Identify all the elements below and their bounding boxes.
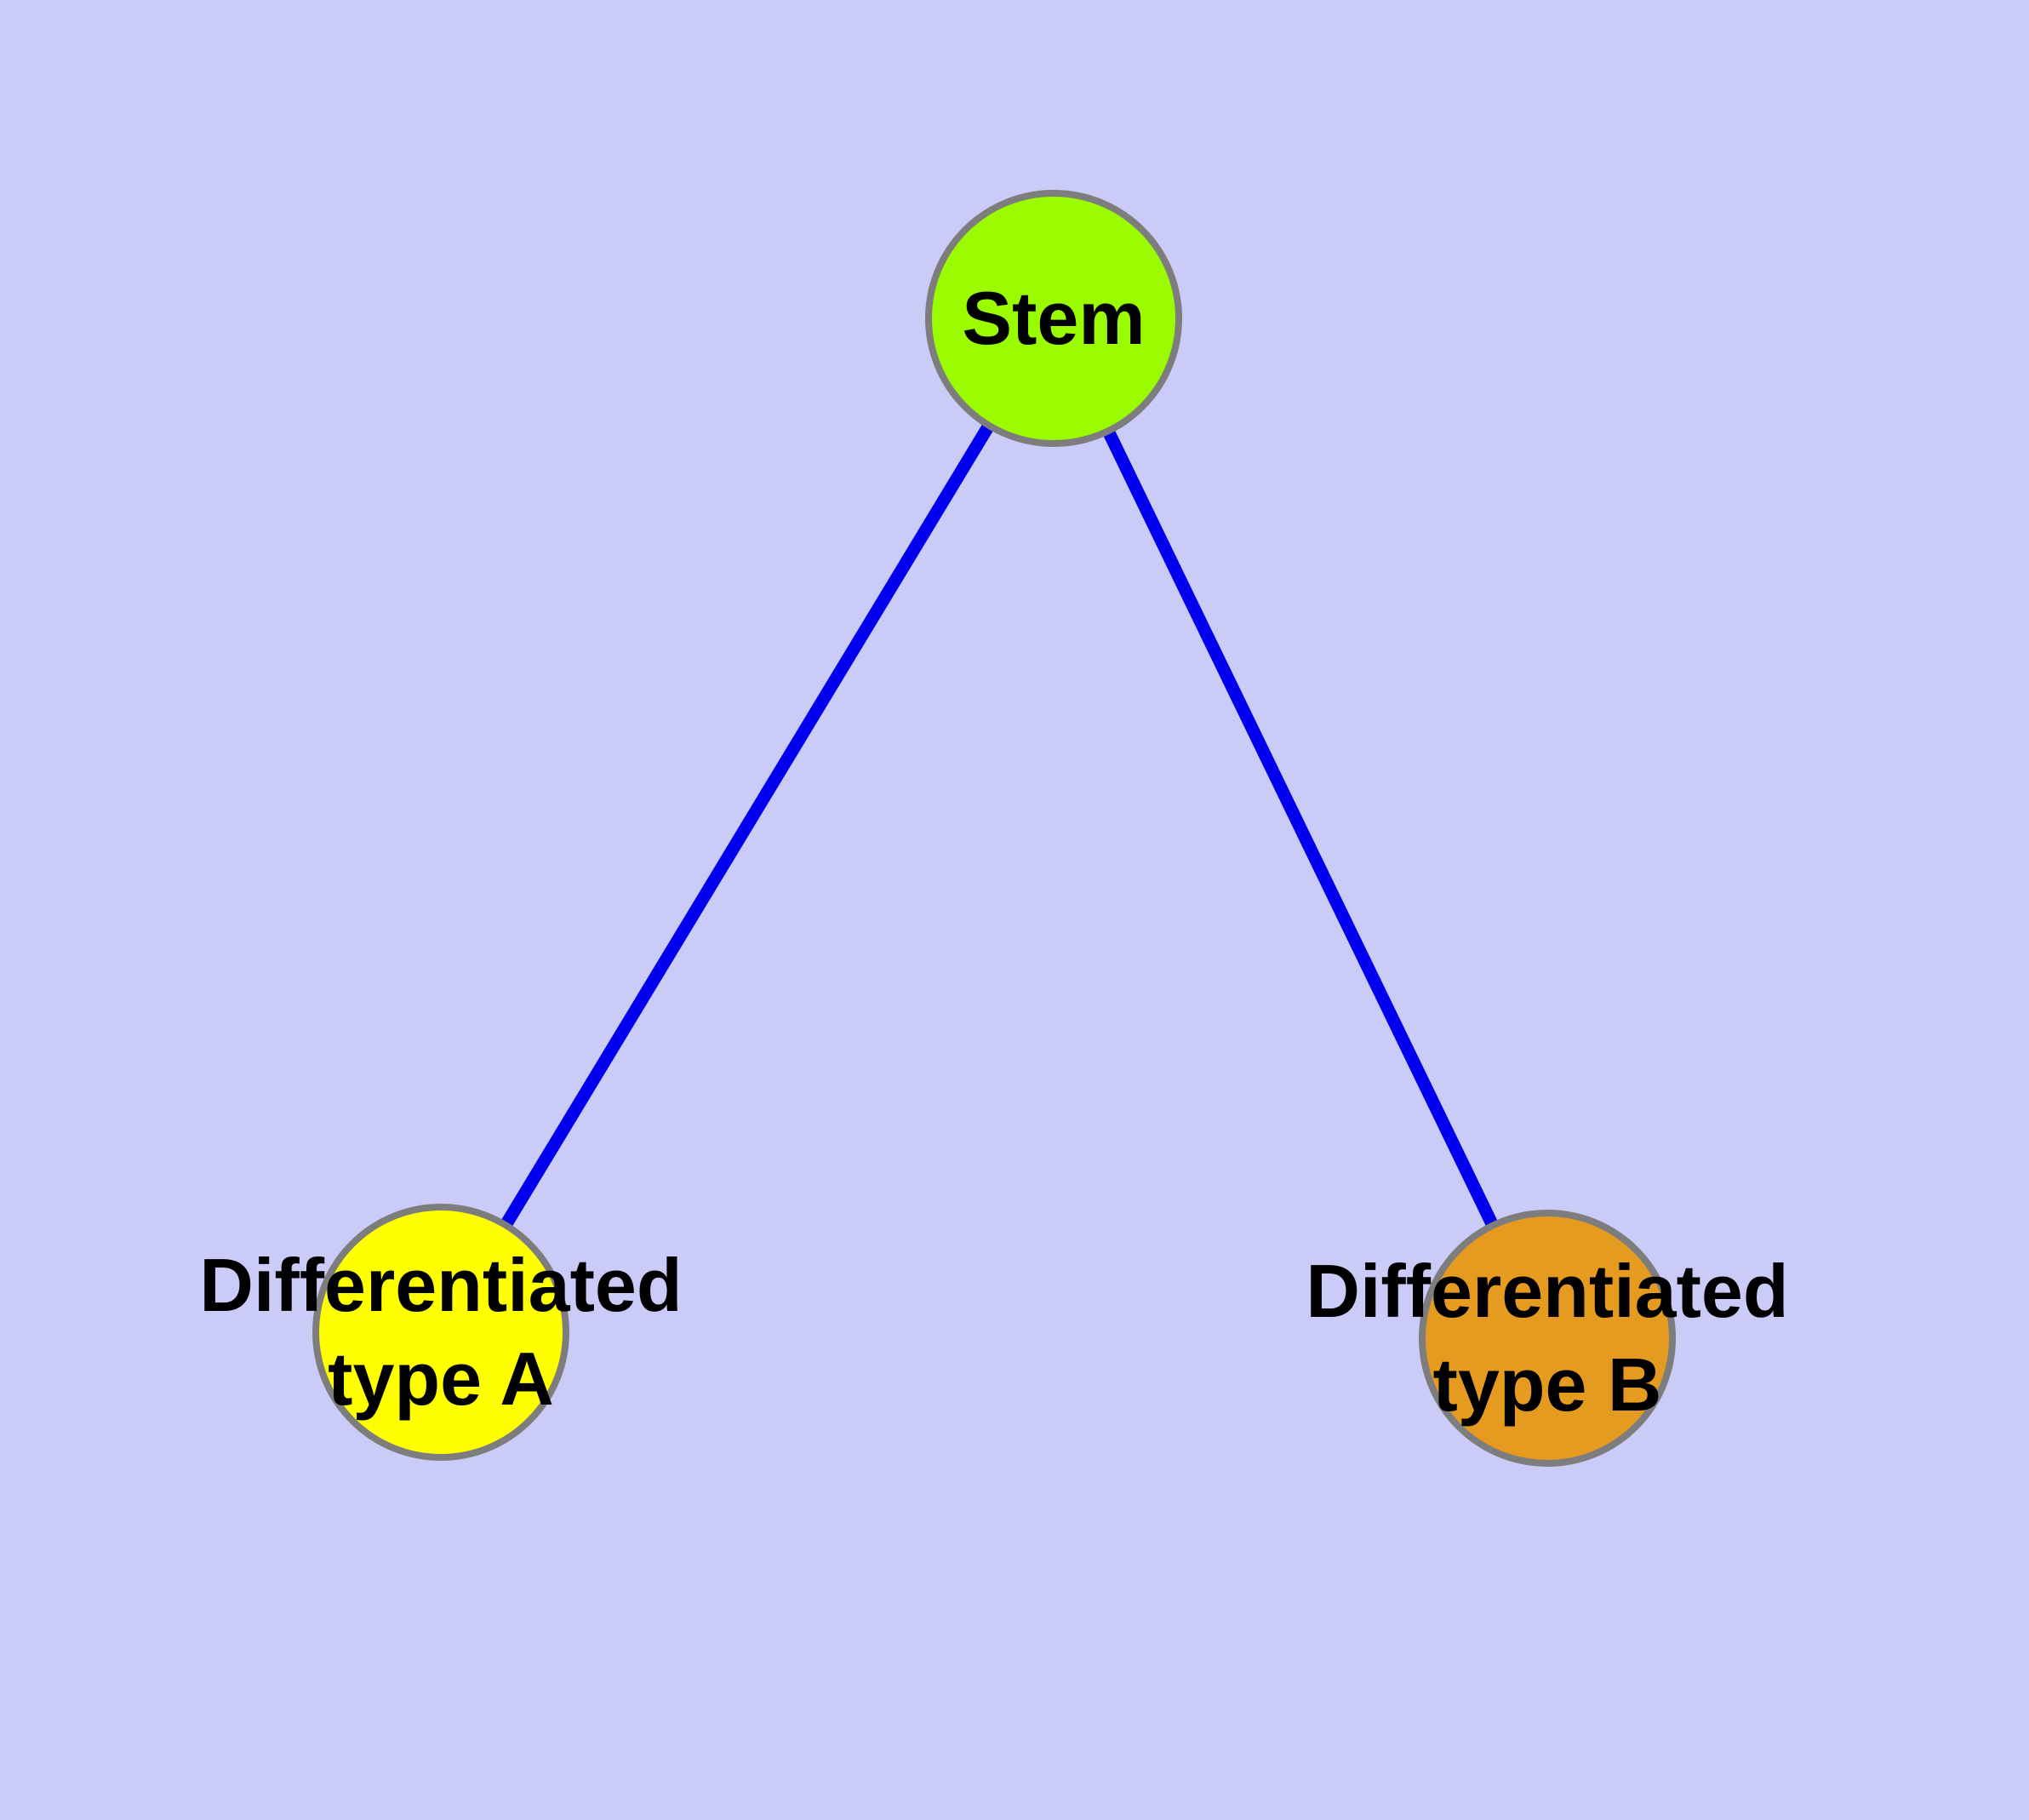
node-type-a-label: Differentiated type A xyxy=(199,1239,682,1426)
node-stem-label: Stem xyxy=(962,276,1146,360)
node-type-a-label-line2: type A xyxy=(328,1336,554,1421)
edge-stem-to-type-b xyxy=(1048,315,1553,1342)
node-type-b-label-line2: type B xyxy=(1432,1342,1662,1427)
edge-stem-to-type-a xyxy=(435,315,1060,1336)
node-type-b-label: Differentiated type B xyxy=(1306,1245,1788,1432)
node-type-b-label-line1: Differentiated xyxy=(1306,1249,1789,1333)
node-type-a-label-line1: Differentiated xyxy=(199,1243,683,1327)
node-differentiated-type-a xyxy=(312,1204,569,1461)
node-differentiated-type-b xyxy=(1419,1210,1676,1467)
node-stem xyxy=(925,190,1182,447)
